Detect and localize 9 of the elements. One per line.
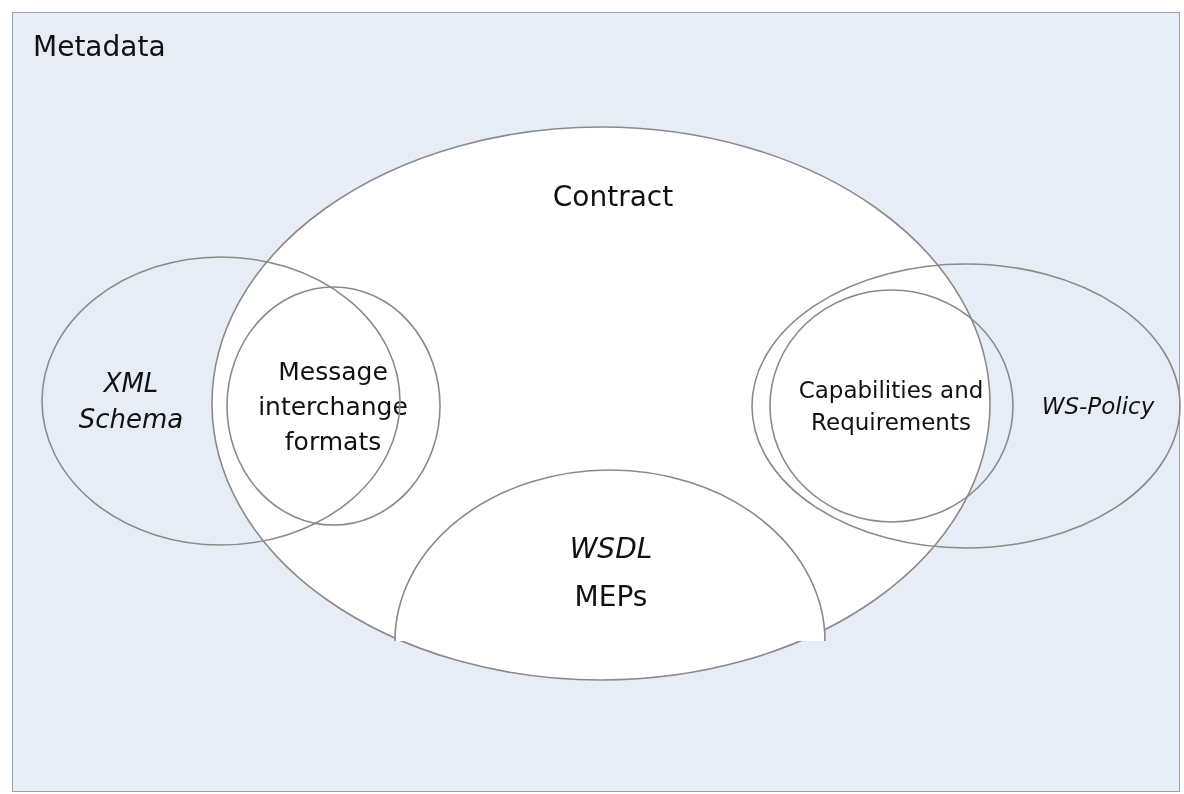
metadata-panel bbox=[12, 12, 1180, 792]
circle-label: Capabilities and Requirements bbox=[797, 376, 985, 437]
panel-title: Metadata bbox=[33, 29, 166, 65]
circle-label: Message interchange formats bbox=[257, 355, 409, 458]
dome-label: MEPs bbox=[574, 579, 648, 615]
ellipse-label: Contract bbox=[552, 179, 674, 215]
ellipse-label: WS-Policy bbox=[1041, 392, 1155, 421]
ellipse-label: XML Schema bbox=[77, 367, 185, 436]
dome-label: WSDL bbox=[569, 531, 653, 567]
